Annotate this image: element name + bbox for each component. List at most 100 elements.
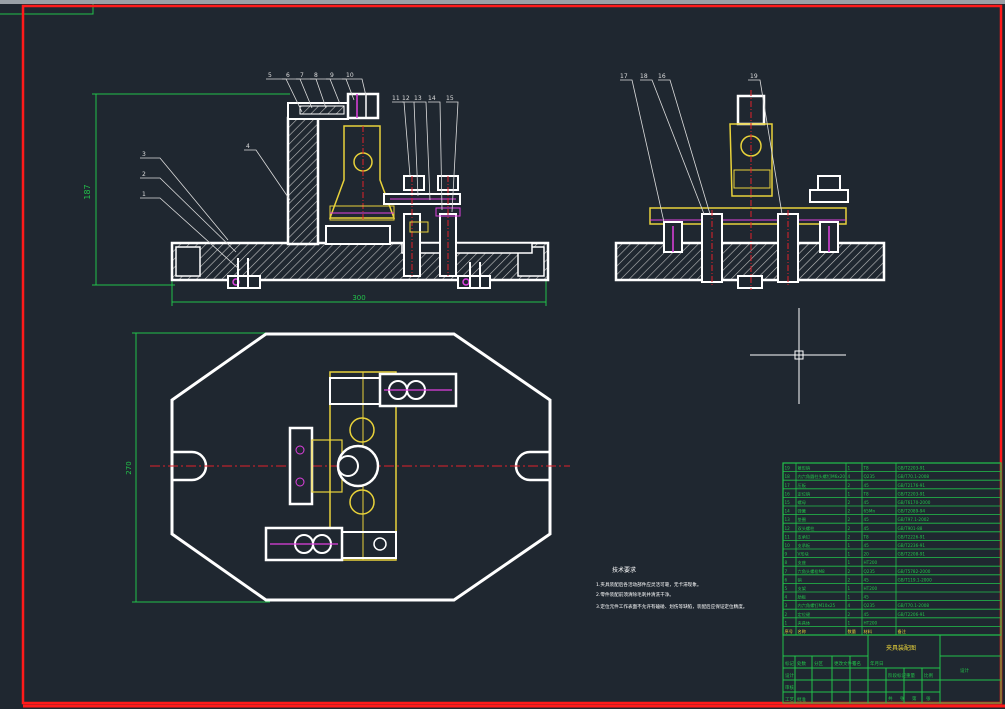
part-label-9: 9 [330, 72, 334, 79]
bom-cell: 45 [864, 577, 870, 582]
bom-cell: HT200 [864, 560, 878, 565]
part-label-15: 15 [446, 95, 454, 102]
bom-cell: 12 [785, 526, 791, 531]
bom-cell: 双头螺柱 [798, 525, 816, 532]
bom-cell: GB/T2203-91 [898, 491, 926, 496]
bom-cell: 3 [785, 603, 788, 608]
bom-cell: Q235 [864, 569, 876, 574]
bom-cell: 45 [864, 612, 870, 617]
bom-cell: GB/T70.1-2008 [898, 603, 930, 608]
bom-cell: 销 [798, 576, 802, 583]
bom-cell: 45 [864, 500, 870, 505]
notes-title: 技术要求 [612, 566, 636, 574]
bom-cell: 压板 [798, 482, 807, 489]
bom-cell: 螺母 [798, 499, 806, 506]
crosshair-cursor[interactable] [750, 308, 846, 404]
bom-cell: T8 [863, 466, 870, 471]
tb-company: 设计 [960, 667, 969, 674]
part-label-19: 19 [750, 73, 758, 80]
bom-cell: 45 [864, 543, 870, 548]
bom-cell: T8 [863, 534, 870, 539]
bom-cell: 支承板 [798, 542, 811, 549]
bom-cell: 11 [785, 534, 791, 539]
side-view: 17 18 16 19 [614, 73, 886, 290]
bom-cell: 2 [848, 509, 851, 514]
front-view: 187 300 [83, 72, 550, 306]
bom-cell: GB/T901-88 [898, 526, 923, 531]
bom-cell: 定位键 [798, 611, 811, 618]
bom-cell: GB/T6170-2000 [898, 500, 931, 505]
bom-cell: GB/T2089-94 [898, 509, 926, 514]
bom-cell: 18 [785, 474, 791, 479]
bom-cell: 5 [785, 586, 788, 591]
tb-row-design: 设计 [785, 672, 794, 679]
tb-sheet-unit1: 张 [900, 695, 905, 702]
bom-cell: T8 [863, 491, 870, 496]
bom-cell: 1 [848, 595, 851, 600]
bom-cell: Q235 [864, 474, 876, 479]
bom-cell: 夹具体 [798, 619, 811, 626]
part-label-1: 1 [142, 191, 146, 198]
bom-cell: 2 [848, 526, 851, 531]
bom-cell: 4 [848, 603, 851, 608]
tb-label-date: 年月日 [870, 660, 884, 667]
bom-cell: GB/T119.1-2000 [898, 577, 933, 582]
bom-cell: 14 [785, 509, 791, 514]
bom-cell: 内六角螺钉M10x25 [798, 602, 836, 609]
tb-label-change: 更改文件号 [834, 660, 857, 667]
bom-cell: HT200 [864, 620, 878, 625]
bom-header-cell: 备注 [898, 628, 907, 635]
bom-cell: 2 [848, 534, 851, 539]
tb-label-zone: 分区 [814, 660, 823, 667]
part-label-6: 6 [286, 72, 290, 79]
bom-cell: V形块 [798, 551, 810, 558]
tb-row-check: 审核 [785, 684, 794, 691]
notes-line-3: 3.定位元件工作表面不允许有磕碰、划伤等缺陷，装配后应保证定位精度。 [596, 603, 747, 610]
part-label-7: 7 [300, 72, 304, 79]
title-block [782, 634, 1002, 704]
bom-cell: 45 [864, 595, 870, 600]
bom-cell: 2 [785, 612, 788, 617]
bom-header-cell: 名称 [798, 628, 806, 635]
plan-view: 270 [125, 332, 570, 603]
bom-cell: HT200 [864, 586, 878, 591]
bom-cell: GB/T2206-91 [898, 612, 926, 617]
part-label-4: 4 [246, 143, 250, 150]
bom-cell: Q235 [864, 603, 876, 608]
bom-cell: GB/T2208-91 [898, 552, 926, 557]
front-height-dimension: 187 [83, 184, 92, 199]
bom-cell: 2 [848, 612, 851, 617]
bom-cell: 4 [848, 474, 851, 479]
bom-cell: 1 [848, 543, 851, 548]
bom-cell: 4 [785, 595, 788, 600]
tb-stage: 阶段标记 [888, 672, 906, 679]
bom-cell: GB/T2176-91 [898, 483, 926, 488]
bom-cell: 1 [785, 620, 788, 625]
bom-cell: 1 [848, 491, 851, 496]
part-label-12: 12 [402, 95, 410, 102]
part-label-18: 18 [640, 73, 648, 80]
bom-cell: 肋板 [798, 594, 807, 601]
part-label-8: 8 [314, 72, 318, 79]
bom-cell: 65Mn [864, 509, 876, 514]
bom-cell: 45 [864, 483, 870, 488]
bom-cell: 16 [785, 491, 791, 496]
part-label-13: 13 [414, 95, 422, 102]
part-label-16: 16 [658, 73, 666, 80]
bom-cell: 1 [848, 560, 851, 565]
bom-cell: 19 [785, 466, 791, 471]
part-label-14: 14 [428, 95, 436, 102]
bom-cell: 2 [848, 517, 851, 522]
bom-cell: 支座 [798, 559, 806, 566]
part-label-17: 17 [620, 73, 628, 80]
drawing-frame [21, 4, 1003, 705]
tb-label-sign: 签名 [852, 660, 861, 667]
tb-label-mark: 标记 [785, 660, 794, 667]
tb-weight: 重量 [906, 672, 915, 679]
bom-cell: 内六角圆柱头螺钉M6x20 [798, 473, 846, 480]
technical-notes: 技术要求 1.夹具装配后各活动部件应灵活可靠，无卡滞现象。 2.零件装配前须清除… [596, 566, 747, 610]
bom-header-cell: 序号 [785, 628, 793, 635]
tb-sheet-unit2: 张 [926, 695, 931, 702]
